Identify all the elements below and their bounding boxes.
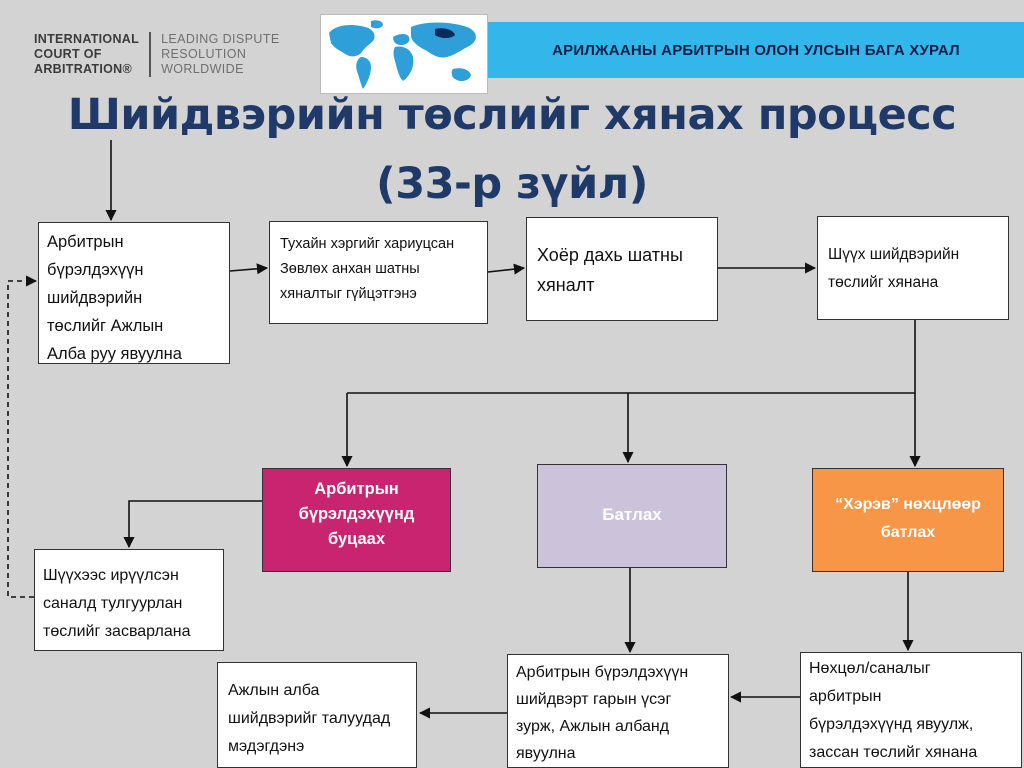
node-text-line: арбитрын bbox=[809, 688, 882, 705]
node-text-line: төслийг засварлана bbox=[43, 623, 191, 640]
node-text-line: хяналт bbox=[537, 275, 595, 295]
node-approve: Батлах bbox=[537, 464, 727, 568]
logo-name-line-3: ARBITRATION® bbox=[34, 62, 132, 76]
connector-court-to-branch bbox=[347, 320, 916, 394]
node-text-line: Шүүх шийдвэрийн bbox=[828, 246, 960, 263]
node-counsel-review: Тухайн хэргийг хариуцсан Зөвлөх анхан ша… bbox=[269, 221, 488, 324]
logo-tagline-line-3: WORLDWIDE bbox=[161, 62, 244, 76]
icc-logo: INTERNATIONAL COURT OF ARBITRATION® LEAD… bbox=[34, 32, 280, 77]
node-text-line: Шүүхээс ирүүлсэн bbox=[43, 567, 179, 584]
node-notify-parties: Ажлын алба шийдвэрийг талуудад мэдэгдэнэ bbox=[217, 662, 417, 768]
node-text-line: мэдэгдэнэ bbox=[228, 738, 305, 755]
node-text-line: бүрэлдэхүүнд явуулж, bbox=[809, 716, 974, 733]
page-subtitle: (33-р зүйл) bbox=[376, 159, 648, 209]
logo-tagline: LEADING DISPUTE RESOLUTION WORLDWIDE bbox=[151, 32, 280, 77]
logo-tagline-line-2: RESOLUTION bbox=[161, 47, 247, 61]
node-text-line: Батлах bbox=[602, 505, 662, 524]
page-title: Шийдвэрийн төслийг хянах процесс bbox=[67, 90, 957, 140]
logo-name-line-2: COURT OF bbox=[34, 47, 102, 61]
node-second-review: Хоёр дахь шатны хяналт bbox=[526, 217, 718, 321]
node-text-line: зурж, Ажлын албанд bbox=[516, 718, 670, 735]
node-text-line: батлах bbox=[880, 524, 936, 541]
node-text-line: Хоёр дахь шатны bbox=[537, 245, 683, 265]
node-text-line: Нөхцөл/саналыг bbox=[809, 660, 931, 677]
node-court-review: Шүүх шийдвэрийн төслийг хянана bbox=[817, 216, 1009, 320]
node-text-line: хяналтыг гүйцэтгэнэ bbox=[280, 286, 417, 302]
node-send-conditions: Нөхцөл/саналыг арбитрын бүрэлдэхүүнд яву… bbox=[800, 652, 1022, 768]
node-sign-award: Арбитрын бүрэлдэхүүн шийдвэрт гарын үсэг… bbox=[507, 654, 729, 768]
world-map-icon bbox=[320, 14, 488, 94]
node-text-line: Арбитрын bbox=[47, 233, 124, 251]
node-return-to-tribunal: Арбитрын бүрэлдэхүүнд буцаах bbox=[262, 468, 451, 572]
node-text-line: шийдвэрийн bbox=[47, 289, 143, 307]
node-text-line: саналд тулгуурлан bbox=[43, 595, 183, 612]
node-revise-draft: Шүүхээс ирүүлсэн саналд тулгуурлан төсли… bbox=[34, 549, 224, 651]
node-text-line: Зөвлөх анхан шатны bbox=[280, 261, 420, 277]
node-text-line: явуулна bbox=[516, 745, 576, 762]
logo-name-line-1: INTERNATIONAL bbox=[34, 32, 140, 46]
node-text-line: зассан төслийг хянана bbox=[809, 744, 978, 761]
node-text-line: бүрэлдэхүүнд bbox=[298, 505, 415, 523]
node-text-line: шийдвэрийг талуудад bbox=[228, 710, 391, 727]
node-text-line: төслийг Ажлын bbox=[47, 317, 164, 335]
node-text-line: Арбитрын bbox=[314, 480, 399, 498]
node-text-line: буцаах bbox=[327, 530, 386, 548]
node-text-line: Арбитрын бүрэлдэхүүн bbox=[516, 664, 689, 681]
node-text-line: Алба руу явуулна bbox=[47, 345, 182, 363]
dashed-revise-to-submit bbox=[7, 275, 38, 598]
arrow-counsel-to-second bbox=[487, 263, 526, 275]
banner-text: АРИЛЖААНЫ АРБИТРЫН ОЛОН УЛСЫН БАГА ХУРАЛ bbox=[552, 41, 960, 59]
node-text-line: Ажлын алба bbox=[228, 682, 320, 699]
conference-banner: АРИЛЖААНЫ АРБИТРЫН ОЛОН УЛСЫН БАГА ХУРАЛ bbox=[488, 22, 1024, 78]
node-text-line: Тухайн хэргийг хариуцсан bbox=[280, 236, 455, 252]
node-text-line: “Хэрэв” нөхцлөөр bbox=[835, 496, 981, 513]
logo-tagline-line-1: LEADING DISPUTE bbox=[161, 32, 280, 46]
node-text-line: шийдвэрт гарын үсэг bbox=[516, 691, 672, 708]
node-text-line: төслийг хянана bbox=[828, 274, 939, 291]
logo-name: INTERNATIONAL COURT OF ARBITRATION® bbox=[34, 32, 152, 77]
node-text-line: бүрэлдэхүүн bbox=[47, 261, 144, 279]
node-submit-draft: Арбитрын бүрэлдэхүүн шийдвэрийн төслийг … bbox=[38, 222, 230, 364]
arrow-return-to-revise bbox=[123, 500, 262, 549]
arrow-submit-to-counsel bbox=[229, 263, 269, 275]
node-conditional-approve: “Хэрэв” нөхцлөөр батлах bbox=[812, 468, 1004, 572]
